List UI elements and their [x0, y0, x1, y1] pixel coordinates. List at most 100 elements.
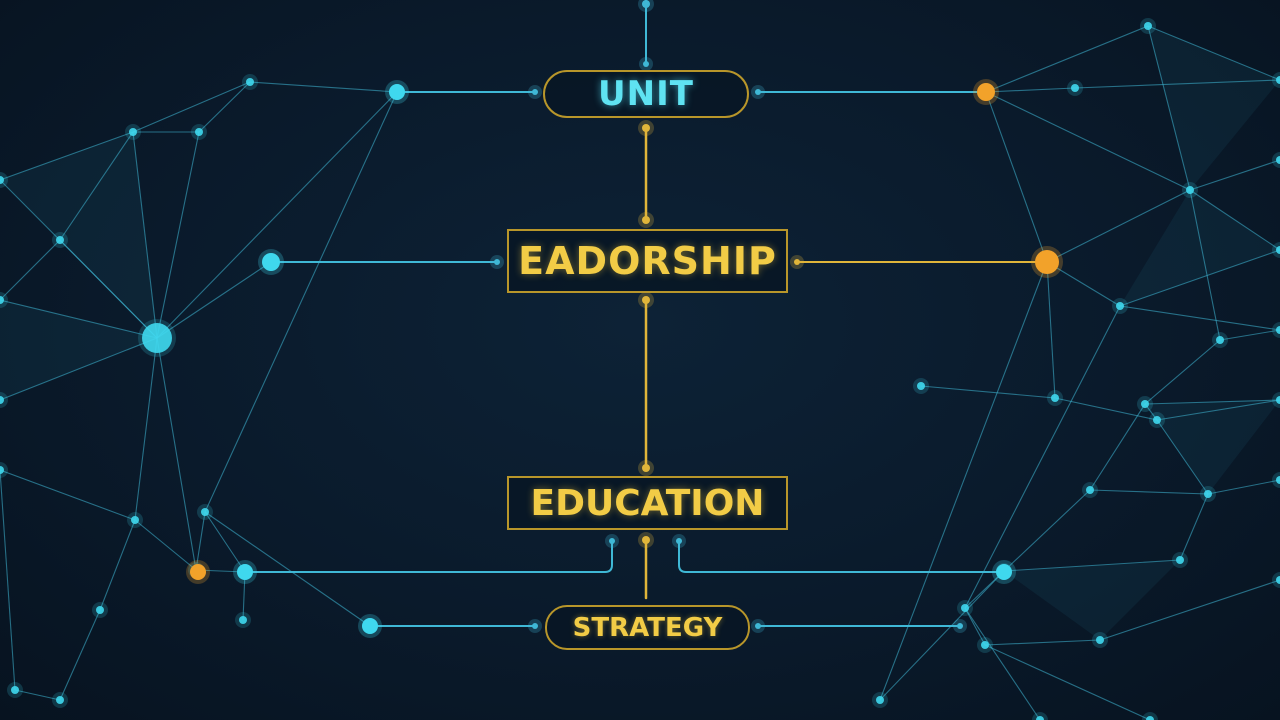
network-edge — [99, 519, 136, 611]
network-node — [142, 323, 172, 353]
network-edge — [0, 179, 158, 339]
network-node — [239, 616, 247, 624]
connector-dot — [532, 89, 538, 95]
network-node — [1144, 22, 1152, 30]
network-edge — [0, 239, 61, 301]
network-node — [981, 641, 989, 649]
node-unit-label: UNIT — [598, 74, 694, 114]
network-node — [129, 128, 137, 136]
network-edge — [1179, 493, 1209, 561]
node-leadership-label: EADORSHIP — [518, 239, 777, 283]
network-edge — [198, 81, 251, 133]
network-edge — [59, 131, 134, 241]
network-edge — [1189, 189, 1221, 341]
network-edge — [1074, 79, 1280, 89]
network-edge — [1089, 489, 1209, 495]
connector-dot-orange — [1035, 250, 1059, 274]
connector-dot-orange — [190, 564, 206, 580]
network-node — [1204, 490, 1212, 498]
network-node — [11, 686, 19, 694]
network-node — [1276, 76, 1280, 84]
network-edge — [1046, 189, 1191, 263]
network-edge — [985, 87, 1076, 93]
network-edge — [0, 337, 158, 401]
network-edge — [985, 91, 1048, 263]
connector-dot — [362, 618, 378, 634]
network-edge — [920, 385, 1056, 399]
network-node — [96, 606, 104, 614]
network-edge — [1003, 489, 1091, 572]
network-node — [1051, 394, 1059, 402]
network-edge — [1046, 261, 1121, 307]
network-edge — [0, 299, 158, 339]
network-edge — [1147, 25, 1191, 191]
network-edge — [0, 131, 134, 181]
connector-dot — [676, 538, 682, 544]
network-node — [1276, 396, 1280, 404]
network-edge — [1189, 159, 1280, 191]
network-edge — [1119, 249, 1280, 307]
network-edge — [964, 607, 1041, 720]
network-edge — [0, 469, 16, 691]
network-node — [1071, 84, 1079, 92]
network-edge — [242, 571, 246, 621]
network-node — [1276, 246, 1280, 254]
network-node — [1116, 302, 1124, 310]
network-edge — [134, 519, 197, 571]
network-node — [56, 236, 64, 244]
connector-dot-gold — [642, 536, 650, 544]
connector-dot-gold — [642, 464, 650, 472]
network-node — [1153, 416, 1161, 424]
network-edge — [1156, 399, 1280, 421]
network-edge — [1144, 399, 1280, 405]
network-edge — [879, 570, 1005, 701]
network-node — [1036, 716, 1044, 720]
network-node — [56, 696, 64, 704]
connector-dot — [532, 623, 538, 629]
network-edge — [156, 91, 398, 339]
network-node — [1186, 186, 1194, 194]
network-node — [0, 176, 4, 184]
network-node — [201, 508, 209, 516]
network-edge — [985, 25, 1149, 93]
network-edge — [1207, 479, 1280, 495]
connector-dot — [642, 0, 650, 8]
network-node — [1276, 576, 1280, 584]
network-edge — [132, 131, 158, 339]
connector-dot — [755, 623, 761, 629]
connector-dot — [996, 564, 1012, 580]
connector-dot — [494, 259, 500, 265]
network-node — [1141, 400, 1149, 408]
network-edge — [985, 91, 1191, 191]
network-node — [1086, 486, 1094, 494]
connector-dot — [262, 253, 280, 271]
network-facet — [0, 132, 157, 338]
network-edge — [1119, 305, 1280, 331]
connector-education-left — [244, 540, 613, 573]
node-education: EDUCATION — [507, 476, 788, 530]
connector-dot — [237, 564, 253, 580]
network-node — [1146, 716, 1154, 720]
network-facet — [1120, 190, 1280, 306]
network-edge — [1189, 189, 1280, 251]
network-edge — [249, 81, 398, 93]
network-node — [1276, 326, 1280, 334]
network-edge — [204, 511, 246, 573]
network-edge — [156, 337, 197, 571]
node-education-label: EDUCATION — [530, 482, 765, 524]
network-edge — [204, 511, 371, 627]
network-edge — [0, 469, 136, 521]
connector-dot-gold — [794, 259, 800, 265]
network-edge — [1089, 403, 1146, 491]
network-node — [0, 466, 4, 474]
connector-education-right — [678, 540, 1005, 573]
network-node — [1216, 336, 1224, 344]
node-leadership: EADORSHIP — [507, 229, 788, 293]
network-edge — [134, 337, 158, 521]
network-edge — [204, 91, 398, 513]
network-node — [246, 78, 254, 86]
network-node — [0, 296, 4, 304]
network-edge — [156, 131, 200, 339]
network-facet — [1145, 400, 1280, 494]
